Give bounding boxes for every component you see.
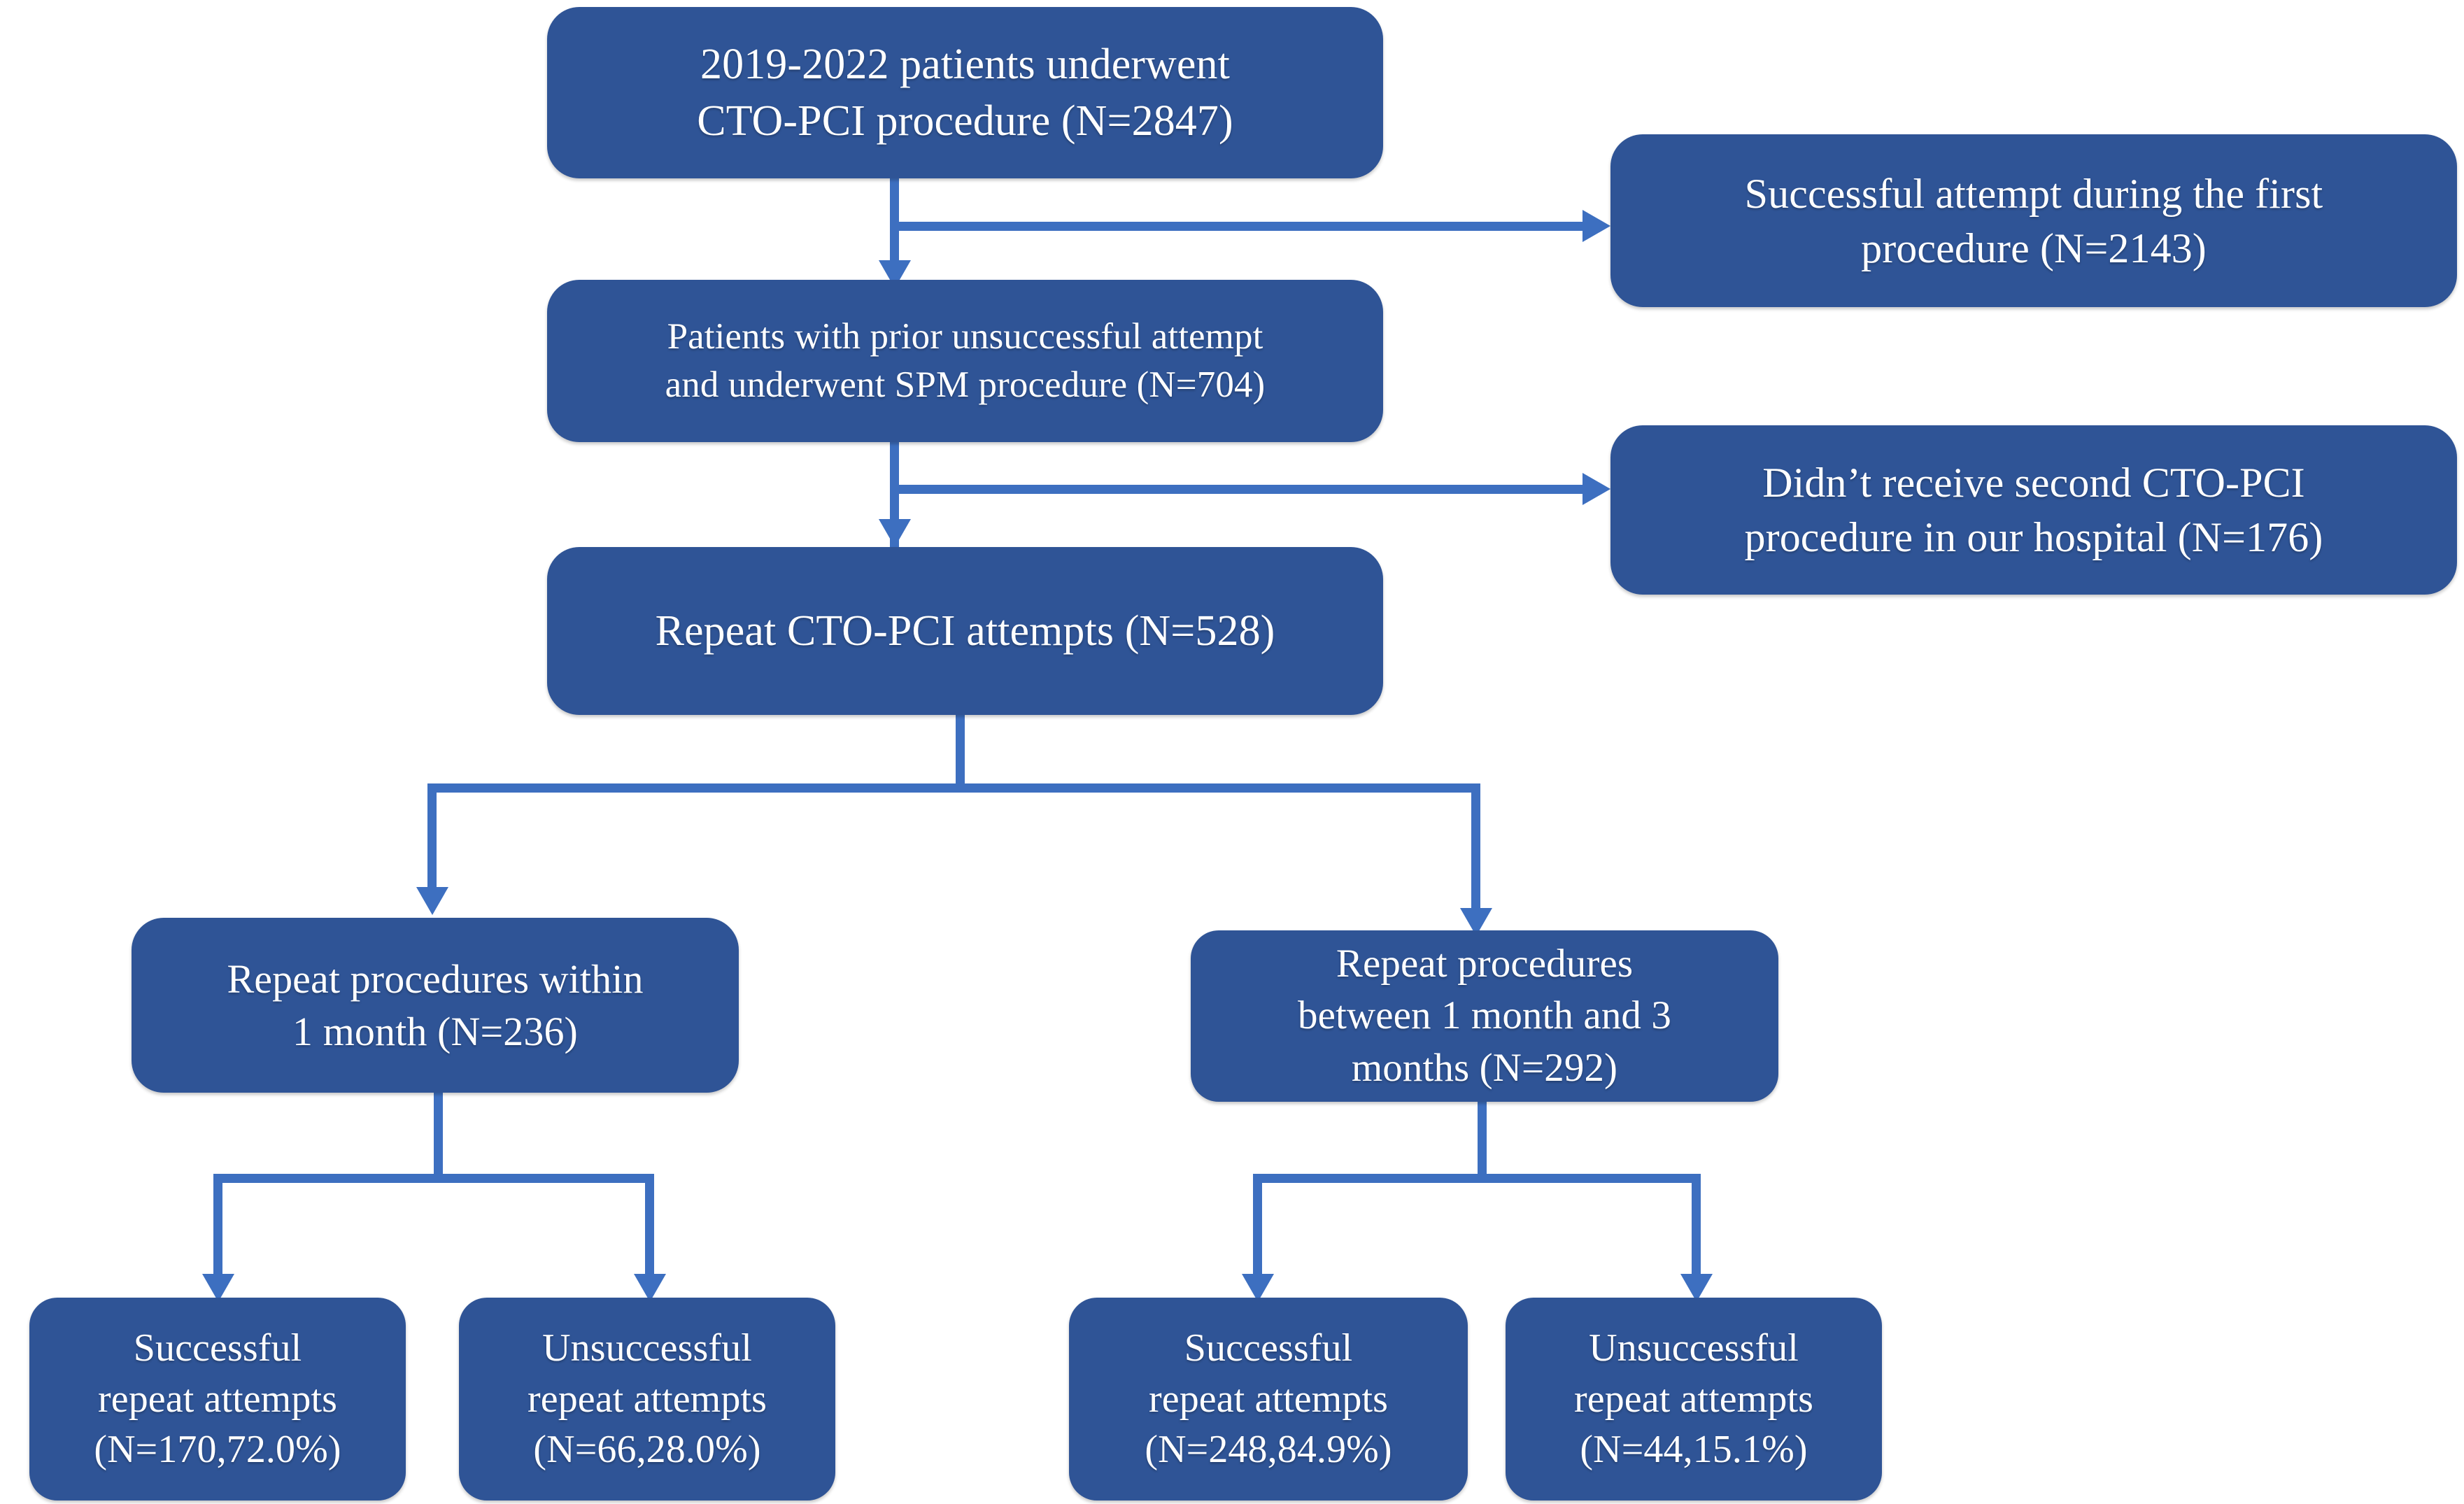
node-prior-unsuccessful-text: Patients with prior unsuccessful attempt… bbox=[665, 316, 1266, 405]
node-excluded-no-second[interactable]: Didn’t receive second CTO-PCI procedure … bbox=[1610, 425, 2457, 595]
arrow-to-within-1-month bbox=[416, 887, 448, 915]
node-within-1-month[interactable]: Repeat procedures within 1 month (N=236) bbox=[132, 918, 739, 1093]
connector-early-down bbox=[434, 1091, 443, 1179]
connector-enrolled-to-excluded1 bbox=[890, 222, 1589, 231]
connector-early-split-bar bbox=[213, 1174, 654, 1183]
node-early-successful-text: Successful repeat attempts (N=170,72.0%) bbox=[94, 1326, 341, 1472]
connector-late-right-drop bbox=[1692, 1174, 1701, 1279]
arrow-to-excluded-successful-first bbox=[1583, 210, 1610, 242]
node-between-1-and-3-months-text: Repeat procedures between 1 month and 3 … bbox=[1298, 942, 1671, 1090]
connector-repeat-split-bar bbox=[427, 783, 1480, 793]
node-repeat-attempts-text: Repeat CTO-PCI attempts (N=528) bbox=[655, 606, 1275, 655]
arrow-to-excluded-no-second bbox=[1583, 473, 1610, 505]
node-excluded-no-second-text: Didn’t receive second CTO-PCI procedure … bbox=[1744, 460, 2323, 560]
node-late-unsuccessful-text: Unsuccessful repeat attempts (N=44,15.1%… bbox=[1573, 1326, 1813, 1472]
node-excluded-successful-first[interactable]: Successful attempt during the first proc… bbox=[1610, 134, 2457, 307]
connector-repeat-right-drop bbox=[1471, 783, 1480, 913]
node-late-unsuccessful[interactable]: Unsuccessful repeat attempts (N=44,15.1%… bbox=[1506, 1298, 1882, 1501]
node-early-successful[interactable]: Successful repeat attempts (N=170,72.0%) bbox=[29, 1298, 406, 1501]
connector-repeat-down bbox=[956, 715, 965, 788]
arrow-prior-to-repeat bbox=[879, 519, 911, 547]
connector-early-right-drop bbox=[645, 1174, 654, 1279]
node-enrolled-text: 2019-2022 patients underwent CTO-PCI pro… bbox=[697, 40, 1233, 145]
node-repeat-attempts[interactable]: Repeat CTO-PCI attempts (N=528) bbox=[547, 547, 1383, 715]
node-late-successful[interactable]: Successful repeat attempts (N=248,84.9%) bbox=[1069, 1298, 1468, 1501]
connector-enrolled-down bbox=[890, 175, 899, 287]
connector-late-left-drop bbox=[1253, 1174, 1262, 1279]
node-between-1-and-3-months[interactable]: Repeat procedures between 1 month and 3 … bbox=[1191, 930, 1778, 1102]
node-within-1-month-text: Repeat procedures within 1 month (N=236) bbox=[227, 956, 644, 1054]
connector-late-split-bar bbox=[1253, 1174, 1701, 1183]
node-prior-unsuccessful[interactable]: Patients with prior unsuccessful attempt… bbox=[547, 280, 1383, 442]
connector-prior-to-excluded2 bbox=[890, 485, 1589, 494]
node-early-unsuccessful[interactable]: Unsuccessful repeat attempts (N=66,28.0%… bbox=[459, 1298, 835, 1501]
connector-late-down bbox=[1478, 1097, 1487, 1177]
node-excluded-successful-first-text: Successful attempt during the first proc… bbox=[1744, 170, 2323, 271]
node-enrolled[interactable]: 2019-2022 patients underwent CTO-PCI pro… bbox=[547, 7, 1383, 178]
connector-repeat-left-drop bbox=[427, 783, 437, 892]
node-late-successful-text: Successful repeat attempts (N=248,84.9%) bbox=[1145, 1326, 1392, 1472]
node-early-unsuccessful-text: Unsuccessful repeat attempts (N=66,28.0%… bbox=[527, 1326, 767, 1472]
connector-prior-down bbox=[890, 437, 899, 549]
connector-early-left-drop bbox=[213, 1174, 222, 1279]
